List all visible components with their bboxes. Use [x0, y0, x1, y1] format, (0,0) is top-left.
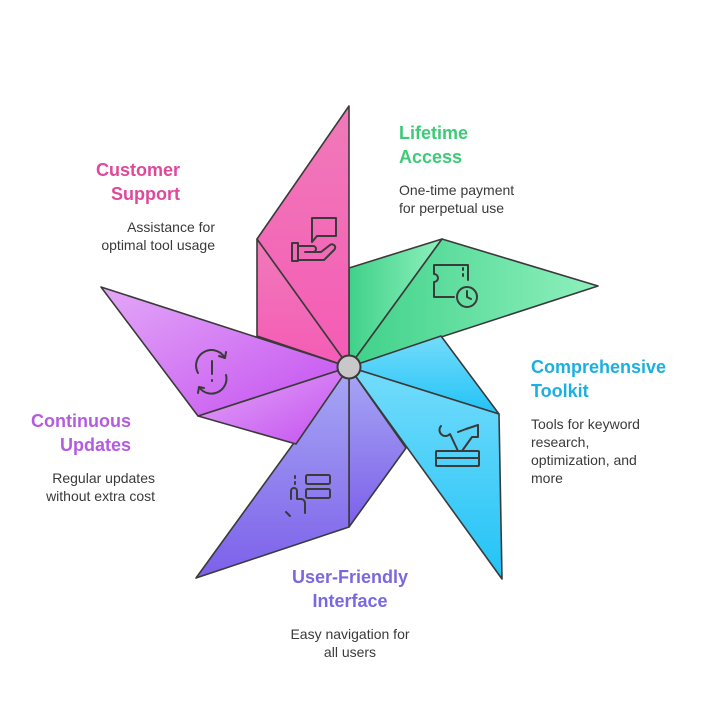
toolbox-icon [435, 424, 480, 467]
continuous-updates-desc: Regular updates without extra cost [10, 469, 155, 505]
continuous-updates-title: Continuous Updates [10, 409, 131, 457]
lifetime-access-desc-text: One-time payment for perpetual use [399, 182, 515, 216]
blade-lifetime-access [348, 238, 599, 368]
pinwheel-hub [336, 354, 362, 380]
customer-support-desc: Assistance for optimal tool usage [40, 218, 215, 254]
customer-support-title-text: Customer Support [95, 160, 180, 204]
customer-support-desc-text: Assistance for optimal tool usage [101, 219, 215, 253]
customer-support-title: Customer Support [40, 158, 180, 206]
lifetime-access-title-text: Lifetime Access [399, 123, 469, 167]
comprehensive-toolkit-desc: Tools for keyword research, optimization… [531, 415, 640, 487]
blade-continuous-updates [100, 286, 350, 445]
continuous-updates-desc-text: Regular updates without extra cost [46, 470, 155, 504]
continuous-updates-title-text: Continuous Updates [31, 411, 131, 455]
user-friendly-interface-desc-text: Easy navigation for all users [290, 626, 410, 660]
support-chat-icon [291, 217, 337, 262]
refresh-alert-icon [195, 349, 228, 395]
comprehensive-toolkit-title: Comprehensive Toolkit [531, 355, 666, 403]
lifetime-access-title: Lifetime Access [399, 121, 468, 169]
user-friendly-interface-title: User-Friendly Interface [260, 565, 440, 613]
touch-interface-icon [285, 474, 331, 517]
ticket-clock-icon [433, 264, 478, 308]
blade-customer-support [256, 105, 350, 368]
user-friendly-interface-desc: Easy navigation for all users [265, 625, 435, 661]
comprehensive-toolkit-desc-text: Tools for keyword research, optimization… [531, 416, 640, 486]
lifetime-access-desc: One-time payment for perpetual use [399, 181, 514, 217]
comprehensive-toolkit-title-text: Comprehensive Toolkit [531, 357, 667, 401]
user-friendly-interface-title-text: User-Friendly Interface [291, 567, 409, 611]
